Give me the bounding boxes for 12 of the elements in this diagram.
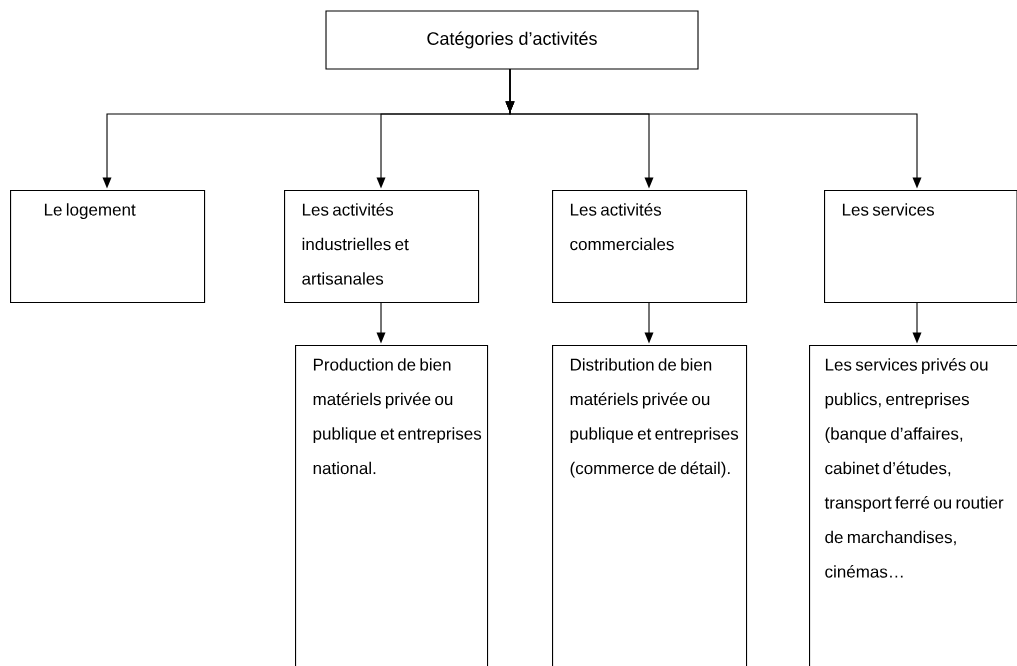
description-box: Distribution de bien matériels privée ou publique et entreprises (commerce de détail). <box>552 345 748 666</box>
category-box: Les activités industrielles et artisanales <box>284 190 480 304</box>
category-box: Les services <box>824 190 1017 304</box>
category-box: Les activités commerciales <box>552 190 748 304</box>
arrow <box>505 68 922 189</box>
arrow <box>912 302 922 344</box>
arrow <box>376 302 386 344</box>
description-box: Production de bien matériels privée ou publique et entreprises national. <box>295 345 489 666</box>
category-box: Catégories d’activités <box>325 10 699 70</box>
category-box: Le logement <box>10 190 206 304</box>
description-box: Les services privés ou publics, entreprises (banque d’affaires, cabinet d’études, transport ferré ou routier de marchandises, cinémas… <box>809 345 1017 666</box>
arrow <box>644 302 654 344</box>
